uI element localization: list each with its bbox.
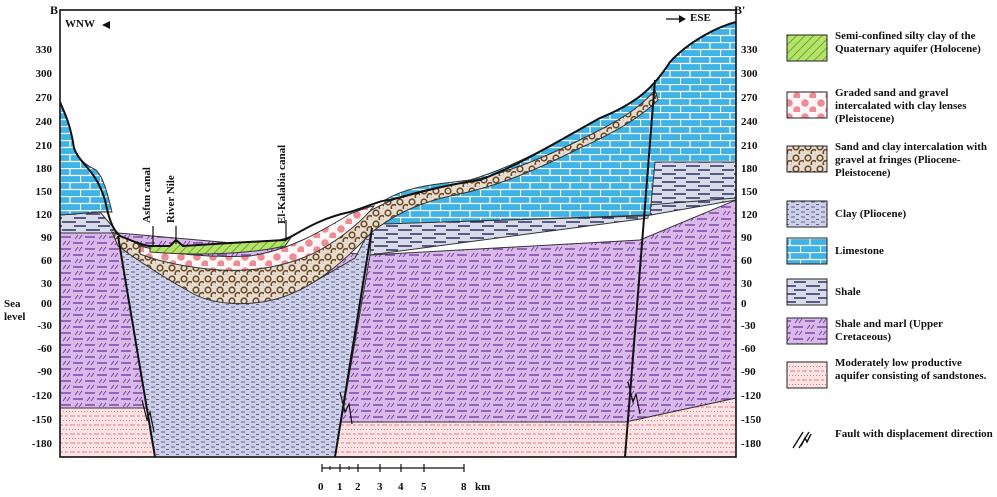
legend-swatch-clay <box>786 200 828 228</box>
legend-text: Fault with displacement direction <box>835 428 993 440</box>
left-tick: -180 <box>31 438 52 450</box>
left-tick: 240 <box>35 116 53 128</box>
legend-swatch-sand-gravel <box>786 91 828 119</box>
left-tick: -150 <box>31 414 52 426</box>
sea-label: Sea <box>4 298 21 310</box>
right-tick: 150 <box>741 186 758 198</box>
right-tick: -60 <box>741 343 756 355</box>
asfun-canal-label: Asfun canal <box>141 167 153 223</box>
right-tick: -150 <box>741 414 762 426</box>
section-end-label: B' <box>734 3 746 17</box>
right-tick: 300 <box>741 68 758 80</box>
legend-swatch-silty-clay <box>786 34 828 62</box>
right-tick: -120 <box>741 390 762 402</box>
left-tick: -30 <box>37 320 52 332</box>
left-tick: 300 <box>35 68 53 80</box>
section-frame <box>59 9 737 458</box>
left-tick: 330 <box>35 44 53 56</box>
left-tick: -120 <box>31 390 52 402</box>
legend-text: Shale and marl (Upper Cretaceous) <box>835 318 943 343</box>
right-tick: 330 <box>741 44 758 56</box>
right-tick: -180 <box>741 438 762 450</box>
shale-unit-right <box>647 161 736 206</box>
canal-markers <box>152 220 287 246</box>
right-tick: 30 <box>741 278 752 290</box>
left-tick: -60 <box>37 343 52 355</box>
legend-swatch-limestone <box>786 237 828 265</box>
right-tick: 270 <box>741 92 758 104</box>
direction-left-label: WNW <box>65 18 95 30</box>
legend-swatch-sand-clay <box>786 145 828 173</box>
river-nile-label: River Nile <box>165 175 177 223</box>
geologic-section <box>60 21 736 457</box>
right-tick: 120 <box>741 209 758 221</box>
scale-number: 8 <box>461 481 467 493</box>
direction-right-label: ESE <box>690 12 711 24</box>
kalabia-canal-label: El-Kalabia canal <box>276 144 288 224</box>
right-tick: -90 <box>741 366 756 378</box>
level-label: level <box>4 311 26 323</box>
legend-text: Graded sand and gravel intercalated with… <box>835 87 967 125</box>
left-tick: 90 <box>41 232 52 244</box>
right-tick: -30 <box>741 320 756 332</box>
legend-swatch-shale <box>786 278 828 306</box>
scale-bar <box>321 464 465 472</box>
left-tick: -90 <box>37 366 52 378</box>
right-tick: 210 <box>741 140 758 152</box>
left-tick: 150 <box>35 186 53 198</box>
sand-gravel-unit <box>139 205 376 271</box>
section-start-label: B <box>50 3 59 17</box>
ground-surface <box>60 21 736 248</box>
legend-text: Shale <box>835 286 861 298</box>
legend-swatch-sandstone <box>786 361 828 389</box>
left-tick: 30 <box>41 278 52 290</box>
right-tick: 180 <box>741 163 758 175</box>
scale-number: 4 <box>398 481 404 493</box>
right-tick: 240 <box>741 116 758 128</box>
legend-text: Sand and clay intercalation with gravel … <box>835 141 987 179</box>
scale-number: 1 <box>337 481 343 493</box>
legend-fault-icon <box>792 431 812 449</box>
legend-swatch-shale-marl <box>786 317 828 345</box>
legend-text: Clay (Pliocene) <box>835 208 907 220</box>
arrow-left-icon <box>102 21 110 29</box>
scale-number: 5 <box>421 481 427 493</box>
scale-unit: km <box>475 481 491 493</box>
fault-lines <box>117 79 656 457</box>
left-tick: 210 <box>35 140 53 152</box>
left-tick: 180 <box>35 163 53 175</box>
right-tick: 0 <box>741 298 747 310</box>
left-tick: 60 <box>41 255 52 267</box>
left-tick: 00 <box>41 298 52 310</box>
legend-text: Moderately low productive aquifer consis… <box>835 357 987 382</box>
legend-text: Limestone <box>835 245 884 257</box>
arrow-right-icon <box>666 15 686 23</box>
right-tick: 90 <box>741 232 752 244</box>
right-tick: 60 <box>741 255 752 267</box>
left-tick: 120 <box>35 209 53 221</box>
scale-number: 0 <box>318 481 324 493</box>
scale-number: 2 <box>355 481 361 493</box>
legend-text: Semi-confined silty clay of the Quaterna… <box>835 30 981 55</box>
left-tick: 270 <box>35 92 53 104</box>
scale-number: 3 <box>377 481 383 493</box>
